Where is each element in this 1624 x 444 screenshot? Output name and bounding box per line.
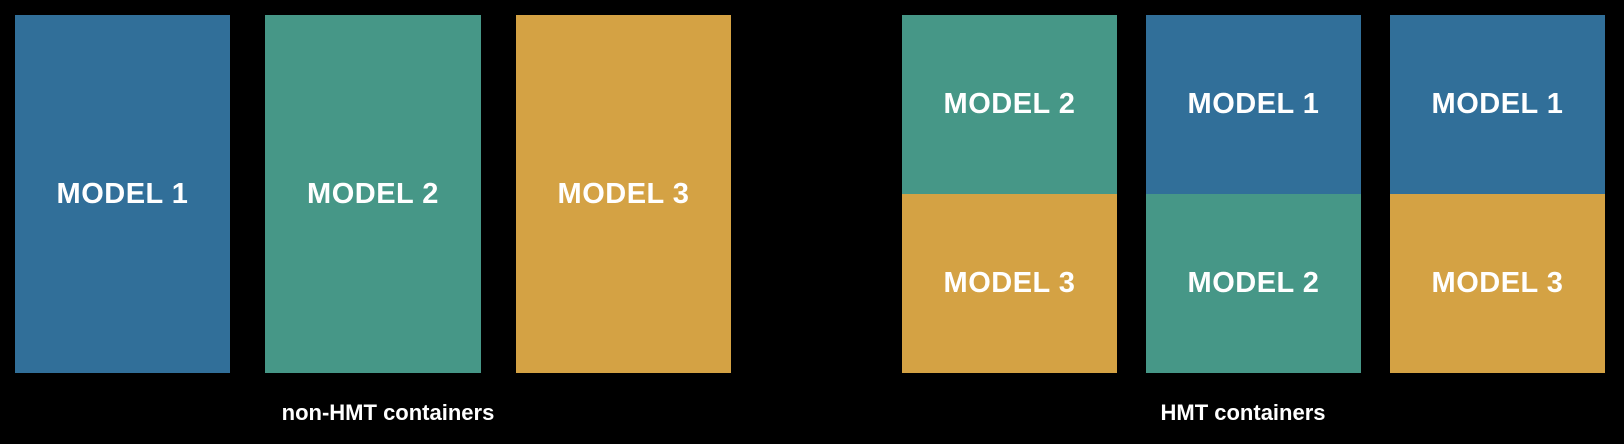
non-hmt-container-3: MODEL 3 [516, 15, 731, 373]
hmt-container-2-bottom: MODEL 2 [1146, 194, 1361, 373]
model-label: MODEL 3 [943, 267, 1076, 299]
hmt-container-3-top: MODEL 1 [1390, 15, 1605, 194]
hmt-container-2-top: MODEL 1 [1146, 15, 1361, 194]
model-label: MODEL 1 [1187, 88, 1320, 120]
model-label: MODEL 3 [557, 177, 690, 210]
non-hmt-caption: non-HMT containers [281, 400, 495, 425]
model-label: MODEL 1 [56, 177, 189, 210]
hmt-caption: HMT containers [1160, 400, 1326, 425]
hmt-container-1-top: MODEL 2 [902, 15, 1117, 194]
hmt-container-1-bottom: MODEL 3 [902, 194, 1117, 373]
hmt-container-3-bottom: MODEL 3 [1390, 194, 1605, 373]
model-label: MODEL 2 [1187, 267, 1320, 299]
non-hmt-container-1: MODEL 1 [15, 15, 230, 373]
model-label: MODEL 2 [307, 177, 439, 210]
model-label: MODEL 2 [943, 88, 1076, 120]
model-label: MODEL 3 [1431, 267, 1564, 299]
non-hmt-container-2: MODEL 2 [265, 15, 481, 373]
model-label: MODEL 1 [1431, 88, 1564, 120]
